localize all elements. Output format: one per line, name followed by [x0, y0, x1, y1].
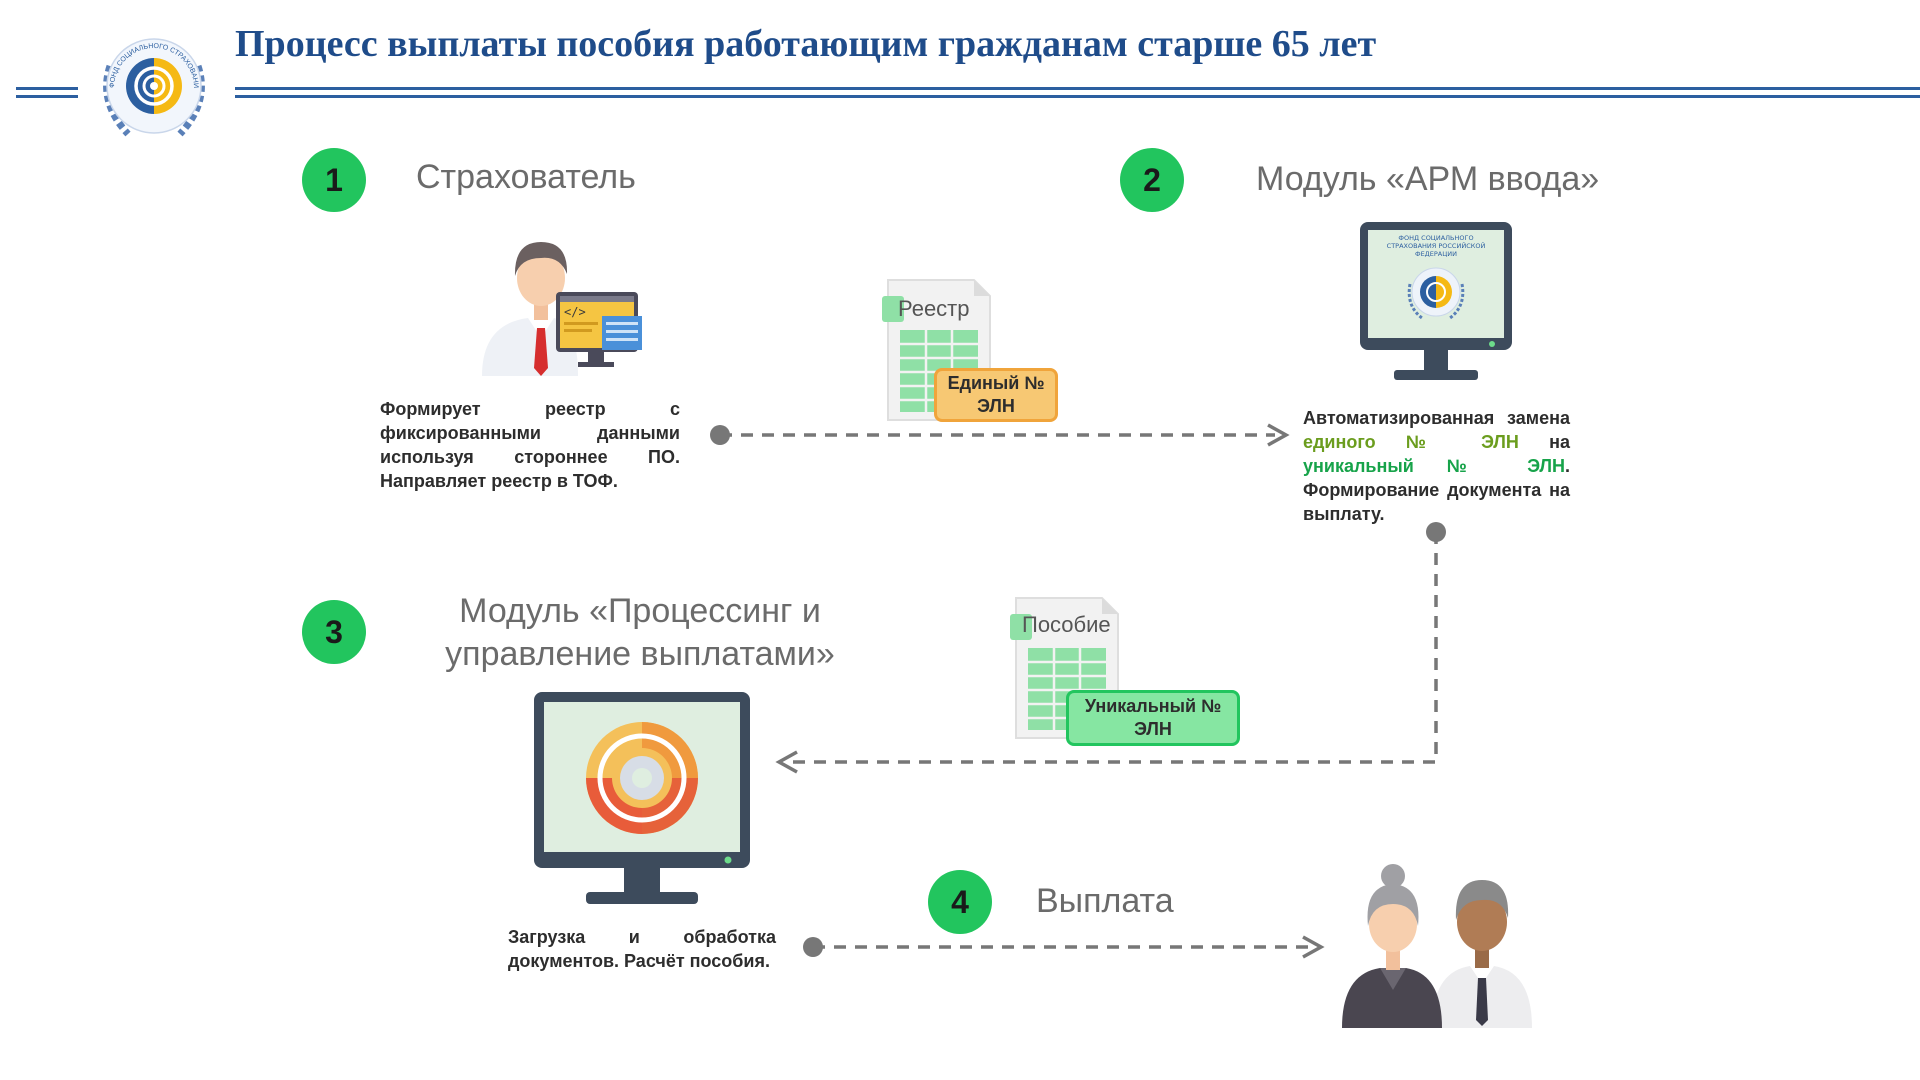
step-1-number: 1: [302, 148, 366, 212]
step-3-number: 3: [302, 600, 366, 664]
step-1-title: Страхователь: [416, 158, 636, 196]
arrowhead-icon: [1267, 423, 1290, 447]
benefit-document-label: Пособие: [1022, 612, 1111, 637]
step-1-description: Формирует реестр с фиксированными данным…: [380, 399, 680, 491]
person-at-computer-icon: </>: [478, 226, 642, 376]
step-2-title: Модуль «АРМ ввода»: [1256, 160, 1600, 198]
step-2-number: 2: [1120, 148, 1184, 212]
step-3-title: Модуль «Процессинг и управление выплатам…: [445, 592, 835, 673]
svg-text:</>: </>: [564, 305, 586, 319]
registry-document-label: Реестр: [898, 296, 970, 321]
connector-step2-to-step3: [790, 532, 1438, 764]
arrowhead-icon: [1302, 935, 1325, 959]
step-4-number: 4: [928, 870, 992, 934]
connector-start-dot: [1426, 522, 1446, 542]
header-divider-top: [235, 87, 1920, 90]
page-title: Процесс выплаты пособия работающим гражд…: [235, 23, 1377, 65]
processing-monitor-icon: [532, 690, 752, 910]
connector-start-dot: [710, 425, 730, 445]
header-divider-left-top: [16, 87, 78, 90]
header-divider-bottom: [235, 95, 1920, 98]
header-logo: ФОНД СОЦИАЛЬНОГО СТРАХОВАНИЯ РОССИЙСКОЙ …: [81, 15, 224, 148]
connector-start-dot: [803, 937, 823, 957]
single-eln-badge: Единый № ЭЛН: [934, 368, 1058, 422]
elderly-couple-icon: [1342, 860, 1532, 1028]
arrowhead-icon: [775, 750, 798, 774]
step-4-title: Выплата: [1036, 882, 1174, 920]
highlight-unique-eln: уникальный № ЭЛН: [1303, 456, 1565, 476]
arm-screen-caption: ФОНД СОЦИАЛЬНОГО СТРАХОВАНИЯ РОССИЙСКОЙ …: [1386, 234, 1486, 258]
highlight-single-eln: единого № ЭЛН: [1303, 432, 1519, 452]
arm-monitor-icon: [1358, 220, 1514, 384]
header-divider-left-bottom: [16, 95, 78, 98]
unique-eln-badge: Уникальный № ЭЛН: [1066, 690, 1240, 746]
step-3-description: Загрузка и обработка документов. Расчёт …: [508, 927, 776, 971]
step-2-description: Автоматизированная замена единого № ЭЛН …: [1303, 408, 1570, 524]
